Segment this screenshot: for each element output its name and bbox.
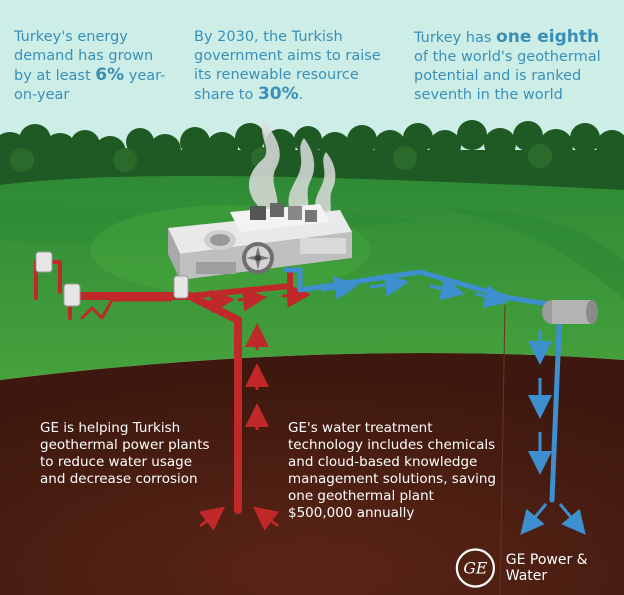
fact-renewable-target: By 2030, the Turkish government aims to … (194, 29, 381, 104)
fact-energy-demand: Turkey's energy demand has grown by at l… (14, 29, 166, 103)
hot-water-arrows (198, 283, 311, 531)
power-plant (168, 203, 352, 280)
note-water-treatment: GE's water treatment technology includes… (288, 420, 496, 521)
underground-soil (0, 352, 624, 595)
separator-tank-icon (542, 300, 598, 324)
brand-name: GE Power & Water (505, 552, 588, 584)
ge-logo: GE GE Power & Water (455, 545, 624, 591)
steam-icon (248, 120, 336, 218)
fact-geothermal-potential: Turkey has one eighth of the world's geo… (414, 27, 601, 104)
note-ge-helping: GE is helping Turkish geothermal power p… (40, 420, 210, 487)
svg-text:GE: GE (463, 559, 488, 578)
cold-water-arrows (321, 273, 586, 535)
wellhead-icon (35, 251, 189, 307)
ge-monogram-icon: GE (455, 548, 496, 588)
